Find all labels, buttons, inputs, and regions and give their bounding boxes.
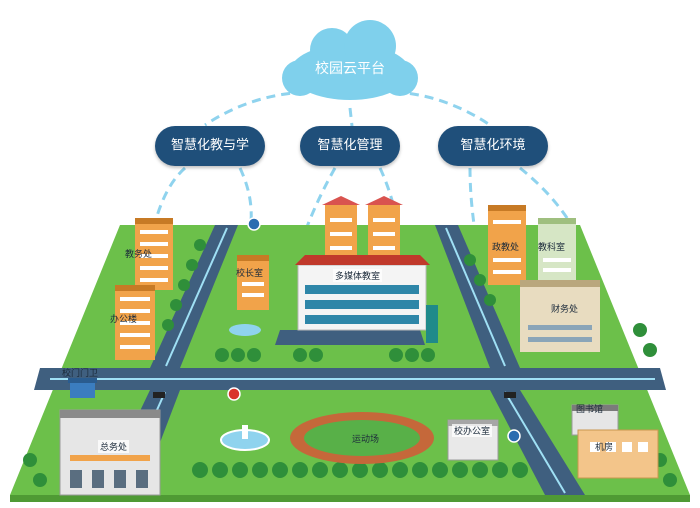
label-library: 图书馆 bbox=[576, 405, 604, 415]
building-multimedia-classroom bbox=[295, 196, 438, 343]
label-multimedia-classroom: 多媒体教室 bbox=[333, 269, 383, 282]
label-general-affairs: 总务处 bbox=[98, 440, 130, 453]
line-cloud-to-management bbox=[348, 107, 354, 127]
label-political-office: 政教处 bbox=[492, 243, 520, 253]
label-teaching-office: 教务处 bbox=[125, 250, 153, 260]
traffic-light-icon bbox=[153, 392, 516, 398]
fountain-small bbox=[229, 324, 261, 336]
tree-row-bottom bbox=[192, 462, 528, 478]
platform-title: 校园云平台 bbox=[315, 61, 385, 77]
playground-track bbox=[290, 412, 434, 464]
building-server-room bbox=[577, 429, 659, 479]
building-office bbox=[115, 285, 155, 360]
label-principal-office: 校长室 bbox=[236, 269, 264, 279]
tree-row-left bbox=[162, 239, 206, 331]
line-teaching-right bbox=[238, 167, 253, 231]
building-teaching-office bbox=[135, 218, 173, 290]
building-political-office bbox=[488, 205, 526, 285]
label-server-room: 机房 bbox=[595, 443, 614, 453]
label-playground: 运动场 bbox=[352, 435, 380, 445]
line-cloud-to-environment bbox=[394, 90, 491, 127]
building-principal-office bbox=[229, 255, 269, 336]
label-office-building: 办公楼 bbox=[110, 315, 138, 325]
gate-guard-house bbox=[68, 378, 97, 398]
cloud-shape bbox=[282, 20, 418, 100]
trees bbox=[23, 239, 677, 487]
label-gate-guard: 校门门卫 bbox=[62, 369, 99, 379]
label-finance-office: 财务处 bbox=[551, 305, 579, 315]
stop-sign-icon bbox=[227, 387, 241, 401]
pillar-teaching-learning: 智慧化教与学 bbox=[155, 126, 265, 166]
label-science-office: 教科室 bbox=[538, 243, 566, 253]
building-science-office bbox=[538, 218, 576, 280]
line-cloud-to-teaching bbox=[204, 90, 306, 127]
label-school-office: 校办公室 bbox=[452, 424, 493, 437]
building-finance-office bbox=[520, 280, 600, 352]
tree-row-mid bbox=[215, 348, 435, 362]
fountain bbox=[220, 425, 270, 451]
pillar-management: 智慧化管理 bbox=[300, 126, 400, 166]
tree-row-right bbox=[23, 254, 677, 487]
parking-sign-icon bbox=[247, 217, 521, 443]
building-general-affairs bbox=[59, 409, 161, 496]
line-environment-right bbox=[519, 166, 582, 241]
pillar-environment: 智慧化环境 bbox=[438, 126, 548, 166]
